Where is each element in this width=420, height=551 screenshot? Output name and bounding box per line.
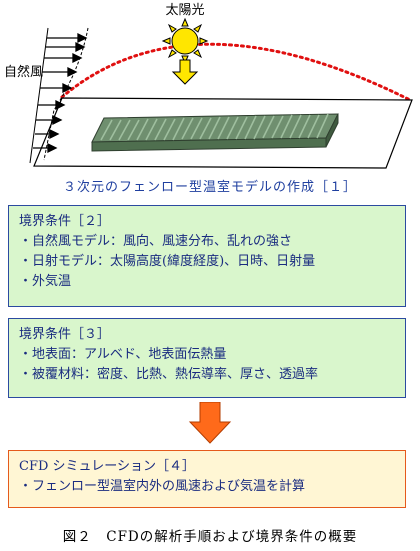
box-3-title: 境界条件［３］ [19,327,111,342]
boundary-conditions-box-3: 境界条件［３］ ・地表面：アルベド、地表面伝熱量 ・被覆材料：密度、比熱、熱伝導… [8,318,406,398]
greenhouse-scene: 太陽光 自然風 [4,3,413,169]
cfd-simulation-box: CFD シミュレーション［４］ ・フェンロー型温室内外の風速および気温を計算 [8,450,406,508]
model-creation-caption: ３次元のフェンロー型温室モデルの作成［１］ [62,180,357,195]
cfd-item: ・フェンロー型温室内外の風速および気温を計算 [19,479,306,494]
boundary-conditions-box-2: 境界条件［２］ ・自然風モデル：風向、風速分布、乱れの強さ ・日射モデル：太陽高… [8,205,406,307]
box-2-item-temp: ・外気温 [19,274,72,289]
figure-caption: 図２ CFDの解析手順および境界条件の概要 [62,529,358,545]
cfd-title: CFD シミュレーション［４］ [19,459,196,474]
box-3-item-cover: ・被覆材料：密度、比熱、熱伝導率、厚さ、透過率 [19,367,319,382]
greenhouse-model [91,113,339,152]
sun-path-arc [60,42,412,102]
sun-label: 太陽光 [165,3,204,18]
box-2-item-wind: ・自然風モデル：風向、風速分布、乱れの強さ [19,234,293,249]
sunlight-arrow-icon [171,59,199,85]
box-2-item-solar: ・日射モデル：太陽高度(緯度経度)、日時、日射量 [19,254,316,269]
sun-icon [161,17,209,65]
down-arrow-icon [188,402,232,444]
wind-arrows-icon [29,27,89,164]
box-3-item-ground: ・地表面：アルベド、地表面伝熱量 [19,347,227,362]
box-2-title: 境界条件［２］ [19,214,111,229]
wind-label: 自然風 [4,64,43,80]
